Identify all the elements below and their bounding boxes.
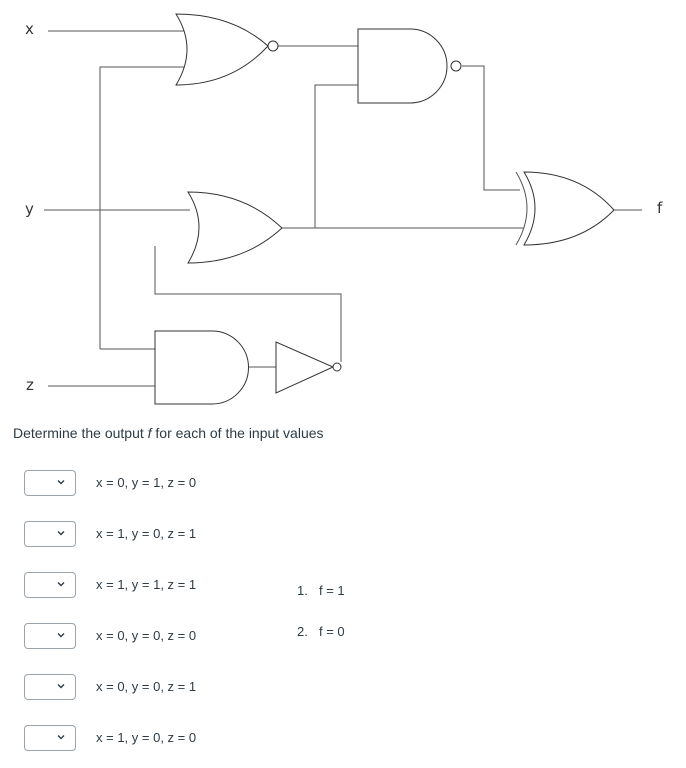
answer-option-number: 2.	[297, 624, 308, 639]
question-row-1: x = 0, y = 1, z = 0	[24, 470, 284, 498]
nand-gate	[357, 28, 462, 104]
answer-dropdown-6[interactable]	[24, 725, 76, 751]
answer-option-text: f = 1	[319, 583, 345, 598]
prompt-variable: f	[147, 425, 152, 441]
input-label-x: x	[25, 20, 34, 38]
question-row-2: x = 1, y = 0, z = 1	[24, 521, 284, 549]
question-row-5: x = 0, y = 0, z = 1	[24, 674, 284, 702]
question-row-4: x = 0, y = 0, z = 0	[24, 623, 284, 651]
chevron-down-icon	[57, 582, 65, 587]
logic-circuit-diagram	[44, 13, 642, 405]
nor-gate	[175, 13, 279, 86]
prompt-text-after: for each of the input values	[151, 425, 324, 441]
wires	[44, 30, 642, 387]
chevron-down-icon	[57, 531, 65, 536]
answer-dropdown-3[interactable]	[24, 572, 76, 598]
xor-gate	[515, 171, 615, 246]
question-row-3: x = 1, y = 1, z = 1	[24, 572, 284, 600]
chevron-down-icon	[57, 735, 65, 740]
chevron-down-icon	[57, 480, 65, 485]
answer-option-2: 2. f = 0	[297, 624, 345, 639]
answer-dropdown-4[interactable]	[24, 623, 76, 649]
question-prompt: Determine the output f for each of the i…	[13, 425, 324, 441]
question-label-2: x = 1, y = 0, z = 1	[96, 526, 197, 541]
not-gate	[275, 341, 342, 394]
answer-dropdown-2[interactable]	[24, 521, 76, 547]
output-label-f: f	[657, 199, 663, 217]
or-gate	[187, 191, 283, 264]
question-row-6: x = 1, y = 0, z = 0	[24, 725, 284, 753]
answer-option-1: 1. f = 1	[297, 583, 345, 598]
and-gate	[154, 330, 249, 405]
chevron-down-icon	[57, 633, 65, 638]
question-label-4: x = 0, y = 0, z = 0	[96, 628, 197, 643]
answer-dropdown-1[interactable]	[24, 470, 76, 496]
input-label-z: z	[26, 376, 34, 394]
chevron-down-icon	[57, 684, 65, 689]
answer-option-number: 1.	[297, 583, 308, 598]
question-label-1: x = 0, y = 1, z = 0	[96, 475, 197, 490]
answer-dropdown-5[interactable]	[24, 674, 76, 700]
answer-option-text: f = 0	[319, 624, 345, 639]
prompt-text-before: Determine the output	[13, 425, 148, 441]
question-label-3: x = 1, y = 1, z = 1	[96, 577, 197, 592]
question-label-5: x = 0, y = 0, z = 1	[96, 679, 197, 694]
input-label-y: y	[25, 200, 34, 218]
question-label-6: x = 1, y = 0, z = 0	[96, 730, 197, 745]
